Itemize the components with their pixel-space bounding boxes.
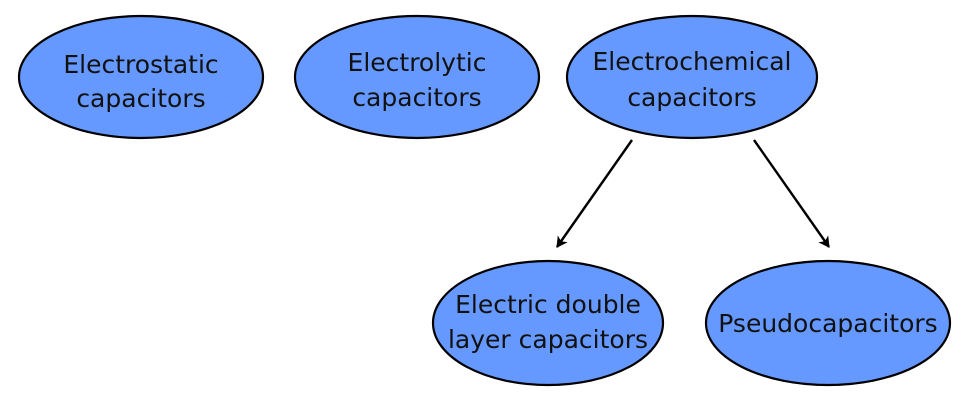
node-ellipse: [704, 259, 952, 387]
node-ellipse: [293, 14, 541, 140]
node-label-line-1: Electrochemical: [593, 47, 792, 76]
node-ellipse: [17, 14, 265, 140]
arrow-electrochemical-to-pseudo: [753, 139, 830, 248]
node-label-line-2: layer capacitors: [448, 325, 648, 354]
node-electrochemical-capacitors: Electrochemical capacitors: [565, 14, 819, 140]
node-pseudocapacitors: Pseudocapacitors: [704, 259, 952, 387]
arrow-electrochemical-to-edlc: [556, 139, 633, 248]
node-label-line-1: Electrolytic: [348, 48, 487, 77]
node-label-line-2: capacitors: [76, 84, 205, 113]
node-electrolytic-capacitors: Electrolytic capacitors: [293, 14, 541, 140]
node-label-line-2: capacitors: [627, 83, 756, 112]
node-electrostatic-capacitors: Electrostatic capacitors: [17, 14, 265, 140]
node-electric-double-layer-capacitors: Electric double layer capacitors: [431, 259, 665, 387]
node-label-line-1: Pseudocapacitors: [718, 309, 937, 338]
node-label-line-1: Electrostatic: [63, 50, 218, 79]
node-ellipse: [431, 259, 665, 387]
node-label-line-1: Electric double: [455, 290, 641, 319]
node-label-line-2: capacitors: [352, 83, 481, 112]
node-ellipse: [565, 14, 819, 140]
